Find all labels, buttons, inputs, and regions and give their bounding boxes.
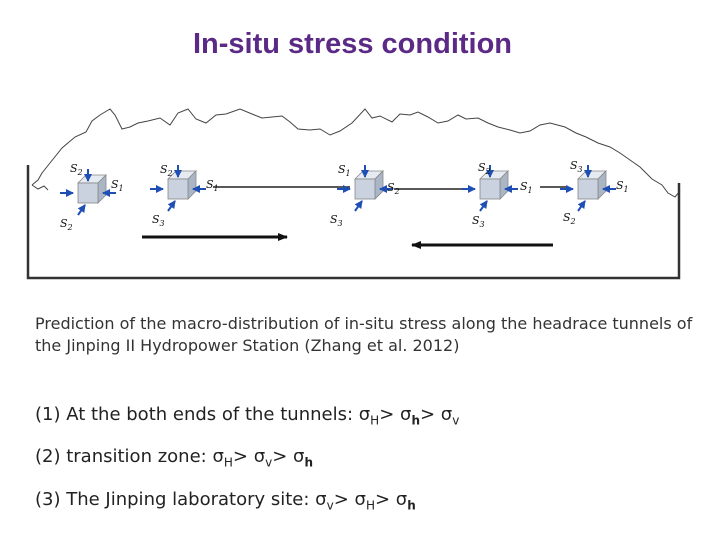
condition-2: (2) transition zone: σH> σv> σh	[35, 446, 314, 470]
stress-label: S3	[330, 213, 343, 228]
stress-label: S1	[616, 179, 629, 194]
stress-label: S3	[472, 214, 485, 229]
diagonal-stress-arrow	[77, 204, 86, 216]
stress-label: S2	[60, 217, 73, 232]
condition-3: (3) The Jinping laboratory site: σv> σH>…	[35, 489, 416, 513]
stress-label: S2	[70, 162, 83, 177]
stress-label: S1	[206, 178, 219, 193]
diagonal-stress-arrow	[577, 200, 586, 212]
stress-label: S2	[160, 163, 173, 178]
figure-caption: Prediction of the macro-distribution of …	[35, 314, 693, 355]
stress-label: S2	[563, 211, 576, 226]
stress-label: S2	[387, 181, 400, 196]
section-frame	[26, 165, 681, 280]
diagonal-stress-arrow	[479, 200, 488, 212]
diagonal-stress-arrow	[354, 200, 363, 212]
stress-label: S3	[152, 213, 165, 228]
page-title: In-situ stress condition	[192, 28, 513, 60]
condition-1: (1) At the both ends of the tunnels: σH>…	[35, 404, 460, 428]
stress-label: S1	[338, 163, 351, 178]
stress-label: S1	[520, 180, 533, 195]
terrain-profile	[31, 108, 681, 198]
stress-label: S1	[111, 178, 124, 193]
stress-label: S2	[478, 161, 491, 176]
stress-label: S3	[570, 159, 583, 174]
diagonal-stress-arrow	[167, 200, 176, 212]
